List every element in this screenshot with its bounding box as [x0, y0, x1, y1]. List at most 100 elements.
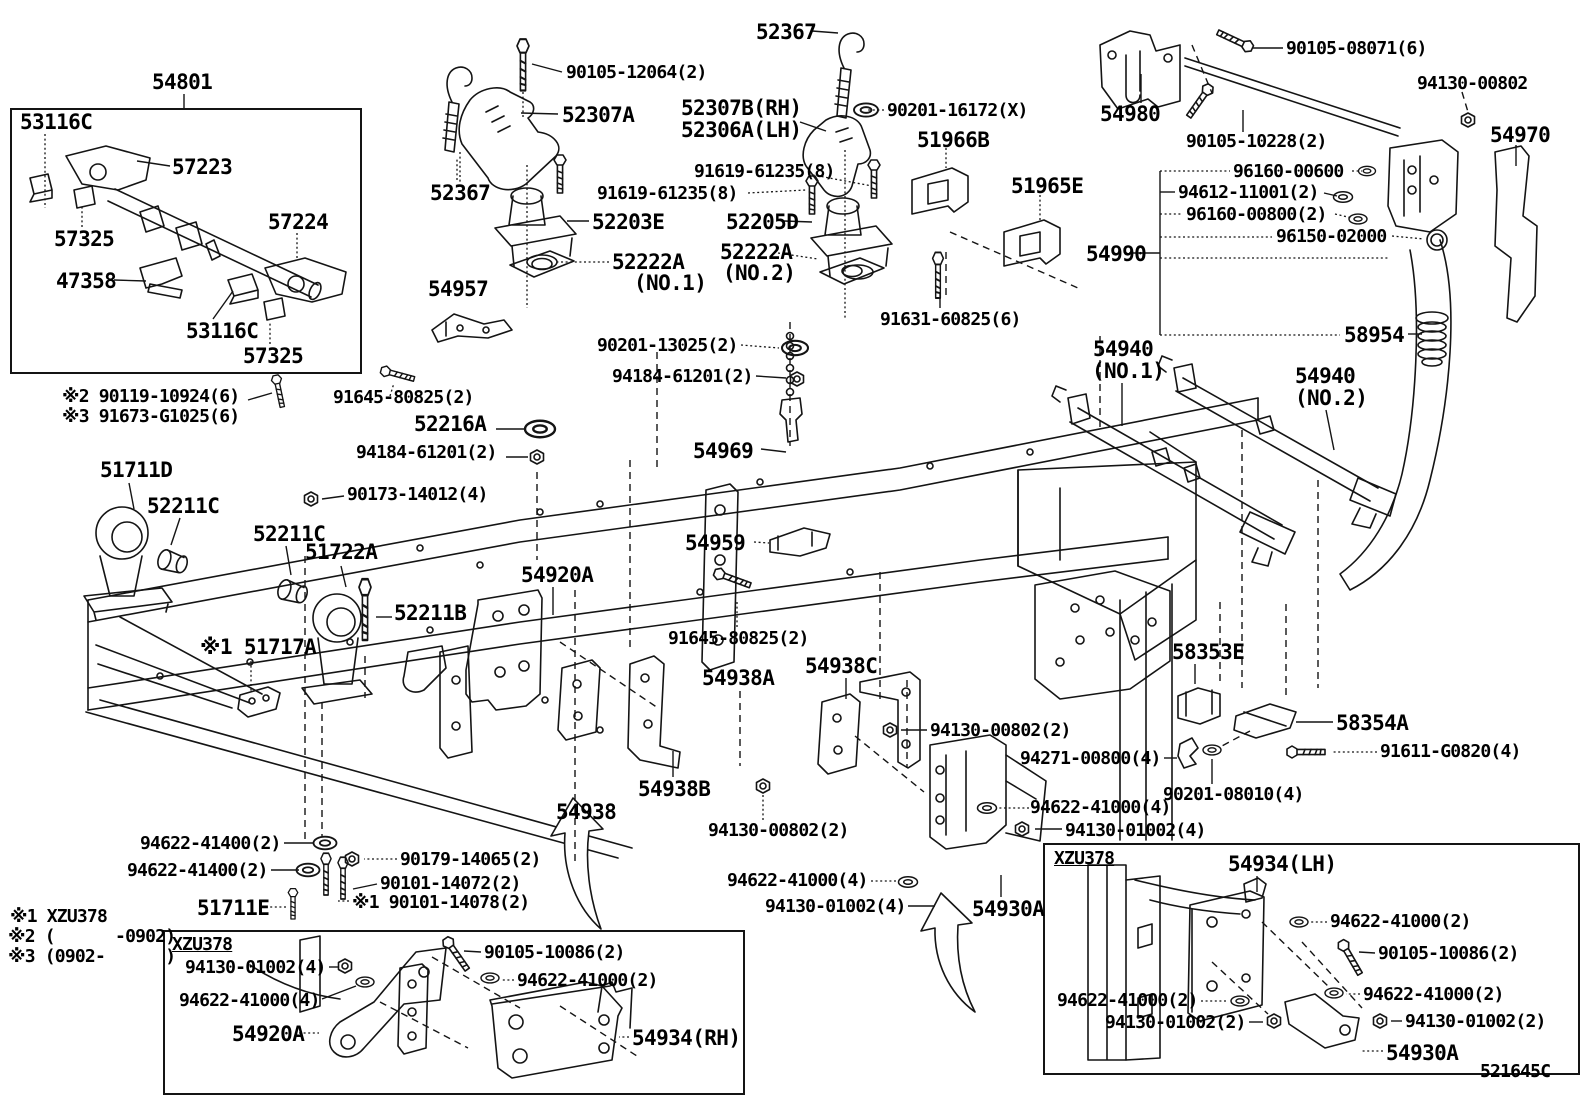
inset-box-xzu378-left [163, 930, 745, 1095]
inset-box-xzu378-right [1043, 843, 1580, 1075]
leader-line [811, 30, 839, 34]
leader-line [531, 63, 563, 73]
leader-line [113, 279, 147, 282]
fastener-part-number-label: 94130-00802(2) [930, 720, 1071, 741]
fastener-part-number-label: 94184-61201(2) [356, 442, 497, 463]
leader-line [1261, 921, 1331, 989]
leader-line [431, 956, 521, 1009]
fastener-part-number-label: 94622-41400(2) [127, 860, 268, 881]
leader-line [559, 641, 659, 709]
fastener-part-number-label: 94130-01002(4) [185, 957, 326, 978]
part-number-label: 51711E [197, 896, 270, 920]
leader-line [777, 252, 819, 260]
fastener-part-number-label: 94622-41000(2) [517, 970, 658, 991]
leader-line [949, 231, 1079, 289]
leader-line [285, 545, 292, 576]
leader-line [753, 541, 770, 544]
part-number-label: (NO.2) [1295, 386, 1368, 410]
fastener-part-number-label: 94130-01002(4) [1065, 820, 1206, 841]
part-number-label: 47358 [56, 269, 117, 293]
part-number-label: 52205D [726, 210, 799, 234]
leader-line [321, 985, 357, 1000]
part-number-label: 53116C [186, 319, 259, 343]
part-number-label: 54934(RH) [632, 1026, 741, 1050]
part-number-label: 58354A [1336, 711, 1409, 735]
part-number-label: 57224 [268, 210, 329, 234]
leader-line [854, 735, 925, 793]
part-number-label: 57325 [243, 344, 304, 368]
footnote-label: ※2 90119-10924(6) [62, 386, 240, 407]
part-number-label: 52306A(LH) [681, 118, 802, 142]
part-number-label: 52307A [562, 103, 635, 127]
fastener-part-number-label: 91645-80825(2) [333, 387, 474, 408]
part-number-label: 52367 [756, 20, 817, 44]
fastener-part-number-label: 94130-01002(2) [1105, 1012, 1246, 1033]
leader-line [136, 160, 171, 167]
fastener-part-number-label: 94612-11001(2) [1178, 182, 1319, 203]
fastener-part-number-label: 94130-00802 [1417, 73, 1528, 94]
leader-line [783, 220, 813, 223]
leader-line [212, 290, 234, 320]
fastener-part-number-label: 94130-00802(2) [708, 820, 849, 841]
model-code-tag: XZU378 [172, 934, 233, 955]
leader-line [128, 482, 135, 510]
part-number-label: 52211C [253, 522, 326, 546]
leader-line [799, 121, 827, 132]
leader-line [340, 565, 347, 588]
part-number-label: 54920A [521, 563, 594, 587]
fastener-part-number-label: 94184-61201(2) [612, 366, 753, 387]
footnote-label: ※3 (0902- ) [8, 946, 176, 967]
fastener-part-number-label: 94622-41000(4) [727, 870, 868, 891]
leader-line [740, 344, 780, 349]
bracket-94130-area-art [1034, 570, 1171, 700]
leader-line [1301, 941, 1363, 1009]
cab-mounting-art [83, 506, 373, 718]
torque-rod-art [1051, 355, 1397, 567]
frame-rails-art [85, 397, 1259, 859]
fastener-part-number-label: 90179-14065(2) [400, 849, 541, 870]
part-number-label: 54930A [1386, 1041, 1459, 1065]
fastener-part-number-label: 90105-10086(2) [484, 942, 625, 963]
part-number-label: 54969 [693, 439, 754, 463]
part-number-label: 54930A [972, 897, 1045, 921]
part-number-label: 54940 [1295, 364, 1356, 388]
fastener-part-number-label: 94130-01002(4) [765, 896, 906, 917]
part-number-label: 54938C [805, 654, 878, 678]
part-number-label: 54959 [685, 531, 746, 555]
fastener-part-number-label: 94622-41000(4) [1030, 797, 1171, 818]
part-number-label: 51966B [917, 128, 990, 152]
part-number-label: 52211B [394, 601, 467, 625]
leader-line [1219, 730, 1251, 748]
part-number-label: 54970 [1490, 123, 1551, 147]
fastener-part-number-label: 91645-80825(2) [668, 628, 809, 649]
fastener-part-number-label: 90105-10228(2) [1186, 131, 1327, 152]
leader-line [1323, 192, 1338, 197]
spring-bumper-mount-art [755, 671, 1326, 914]
fastener-part-number-label: 90105-08071(6) [1286, 38, 1427, 59]
fastener-part-number-label: 90201-08010(4) [1163, 784, 1304, 805]
part-number-label: 54940 [1093, 337, 1154, 361]
fastener-part-number-label: 94130-01002(2) [1405, 1011, 1546, 1032]
part-number-label: (NO.1) [634, 271, 707, 295]
footnote-label: ※3 91673-G1025(6) [62, 406, 240, 427]
part-number-label: 51711D [100, 458, 173, 482]
part-number-label: 53116C [20, 110, 93, 134]
part-number-label: 51722A [305, 540, 378, 564]
part-number-label: 52222A [612, 250, 685, 274]
leader-line [559, 1005, 641, 1059]
part-number-label: 54990 [1086, 242, 1147, 266]
leader-line [170, 517, 181, 546]
fastener-part-number-label: 91631-60825(6) [880, 309, 1021, 330]
footnote-label: ※1 XZU378 [10, 906, 108, 927]
part-number-label: 58954 [1344, 323, 1405, 347]
part-number-label: 52211C [147, 494, 220, 518]
leader-line [247, 392, 273, 401]
part-number-label: 54934(LH) [1228, 852, 1337, 876]
leader-line [352, 883, 378, 890]
fastener-part-number-label: 94622-41000(2) [1363, 984, 1504, 1005]
leader-line [520, 112, 559, 115]
footnote-label: ※1 90101-14078(2) [352, 892, 530, 913]
leader-line [321, 495, 345, 500]
leader-line [807, 173, 873, 187]
